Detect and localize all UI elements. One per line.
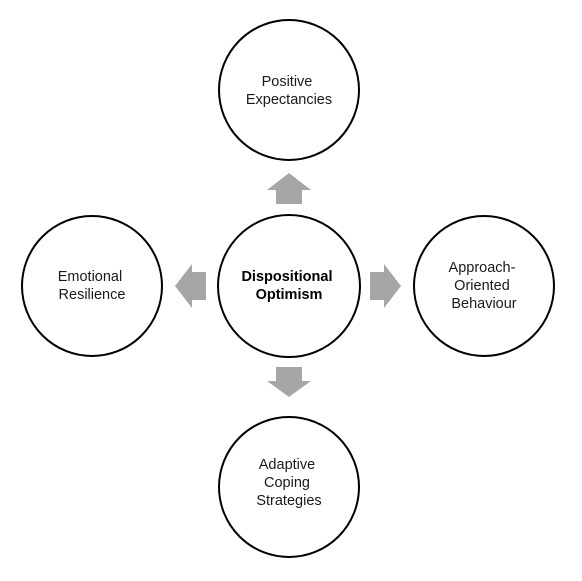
node-top-line-2: Expectancies [246,92,332,108]
arrow-left [175,264,206,308]
node-center-line-2: Optimism [256,287,323,303]
node-center-line-1: Dispositional [241,269,332,285]
node-bottom-line-2: Coping [264,475,310,491]
arrow-right [370,264,401,308]
arrows [175,173,401,397]
node-right-line-2: Oriented [454,278,510,294]
node-top-label: Positive Expectancies [246,74,332,108]
node-right-line-1: Approach- [449,260,516,276]
node-bottom-label: Adaptive Coping Strategies [256,457,321,509]
node-center-circle [217,214,361,358]
node-bottom-line-3: Strategies [256,493,321,509]
node-top-line-1: Positive [262,74,313,90]
node-right-circle [413,215,555,357]
node-top-circle [218,19,360,161]
node-center-label: Dispositional Optimism [241,269,336,303]
node-bottom-circle [218,416,360,558]
node-left-label: Emotional Resilience [58,269,127,303]
arrow-down [267,367,311,397]
node-left-circle [21,215,163,357]
node-left-line-2: Resilience [59,287,126,303]
node-bottom-line-1: Adaptive [259,457,315,473]
labels: Positive Expectancies Dispositional Opti… [58,74,520,509]
arrow-up [267,173,311,204]
node-left-line-1: Emotional [58,269,122,285]
nodes [21,19,555,558]
node-right-label: Approach- Oriented Behaviour [449,260,520,312]
node-right-line-3: Behaviour [451,296,516,312]
